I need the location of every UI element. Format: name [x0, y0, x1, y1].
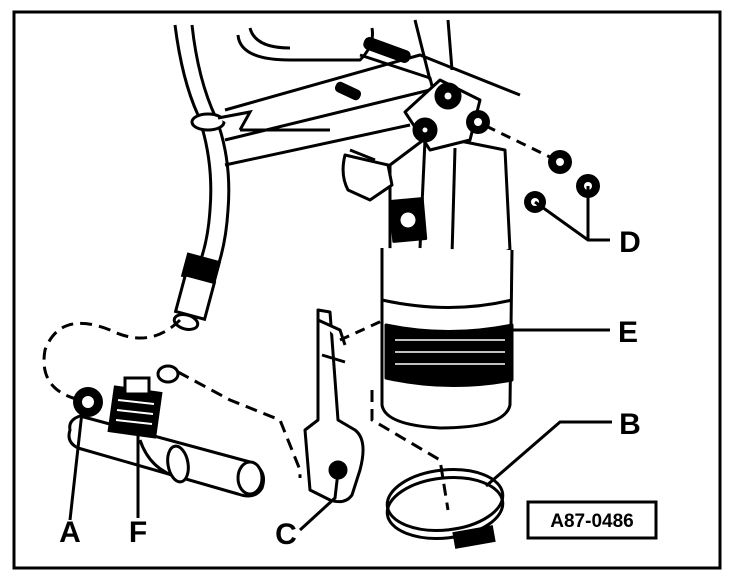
pressure-switch-f: [107, 376, 163, 439]
hose-clamp: [190, 109, 253, 132]
receiver-drier: [341, 78, 514, 430]
callout-b: B: [619, 408, 641, 441]
hose-end-fitting: [172, 252, 222, 331]
leader-lines: [68, 186, 612, 532]
mounting-bracket-c: [303, 308, 365, 504]
clamp-ring-b: [385, 468, 505, 549]
bracket-bolts: [334, 37, 411, 101]
reference-code-box: A87-0486: [526, 500, 658, 540]
o-ring-a: [73, 387, 103, 417]
body-bracket: [224, 19, 521, 167]
dashed-leader-switch: [177, 370, 302, 478]
frame-border: [12, 10, 722, 570]
hose-line: [173, 24, 231, 267]
dashed-leader-hose: [42, 318, 182, 402]
callout-a: A: [59, 516, 81, 549]
callout-d: D: [619, 226, 641, 259]
dashed-leader-nuts: [485, 124, 553, 160]
callout-f: F: [129, 516, 147, 549]
callout-c: C: [275, 518, 297, 551]
o-ring-small: [156, 364, 180, 384]
reference-code: A87-0486: [550, 511, 633, 532]
dashed-leader-drier-clamp: [370, 390, 450, 511]
lower-pipe-assembly: [67, 414, 265, 498]
callout-e: E: [618, 316, 638, 349]
